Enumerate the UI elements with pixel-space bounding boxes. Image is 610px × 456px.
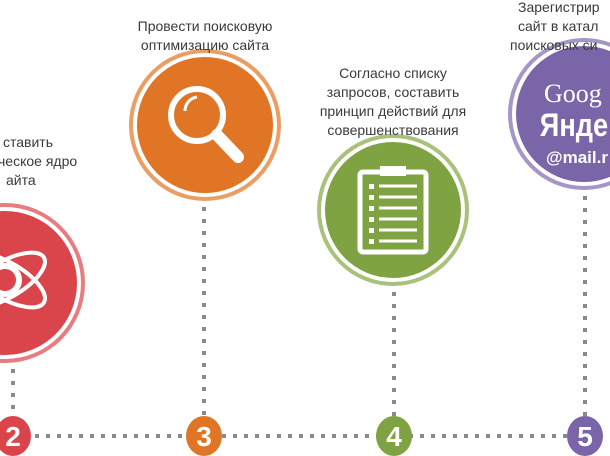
magnifier-icon bbox=[168, 86, 244, 163]
step-2-label: ставить ческое ядро айта bbox=[0, 134, 78, 188]
step-2-circle bbox=[0, 203, 85, 363]
bullet bbox=[369, 228, 374, 233]
step-5-label: Зарегистрир сайт в катал поисковых си bbox=[510, 0, 600, 53]
bullet bbox=[369, 184, 374, 189]
orbit bbox=[0, 250, 47, 310]
step-4-circle bbox=[317, 134, 469, 286]
mail-logo: @mail.r bbox=[546, 148, 608, 167]
inner-disc bbox=[516, 46, 610, 182]
step-5-number-badge: 5 bbox=[567, 416, 603, 456]
badge-disc bbox=[0, 416, 31, 456]
bullet bbox=[369, 217, 374, 222]
step-3-circle bbox=[129, 49, 281, 201]
step-number: 5 bbox=[577, 421, 593, 452]
step-2-number-badge: 2 bbox=[0, 416, 31, 456]
bullet bbox=[369, 206, 374, 211]
step-number: 2 bbox=[5, 421, 21, 452]
badge-disc bbox=[186, 416, 222, 456]
lens bbox=[168, 86, 226, 144]
step-5-circle: GoogЯндек @mail.r bbox=[508, 38, 610, 190]
badge-disc bbox=[376, 416, 412, 456]
google-logo: Goog bbox=[544, 79, 602, 108]
logo-text: GoogЯндек @mail.r bbox=[540, 79, 610, 167]
step-4-label: Согласно списку запросов, составить прин… bbox=[319, 65, 467, 138]
handle bbox=[211, 129, 244, 163]
badge-disc bbox=[567, 416, 603, 456]
inner-disc bbox=[325, 142, 461, 278]
step-3-label: Провести поисковую оптимизацию сайта bbox=[137, 18, 273, 53]
atom-icon bbox=[0, 250, 47, 310]
step-number: 3 bbox=[196, 421, 212, 452]
step-4-number-badge: 4 bbox=[376, 416, 412, 456]
orbit bbox=[0, 250, 47, 310]
step-3-number-badge: 3 bbox=[186, 416, 222, 456]
nucleus bbox=[0, 263, 22, 297]
glare bbox=[183, 95, 198, 112]
clip bbox=[380, 166, 406, 176]
bullet bbox=[369, 239, 374, 244]
clipboard-icon bbox=[357, 166, 429, 255]
bullet bbox=[369, 195, 374, 200]
yandex-logo: Яндек bbox=[540, 108, 610, 144]
inner-disc bbox=[137, 57, 273, 193]
step-number: 4 bbox=[386, 421, 402, 452]
